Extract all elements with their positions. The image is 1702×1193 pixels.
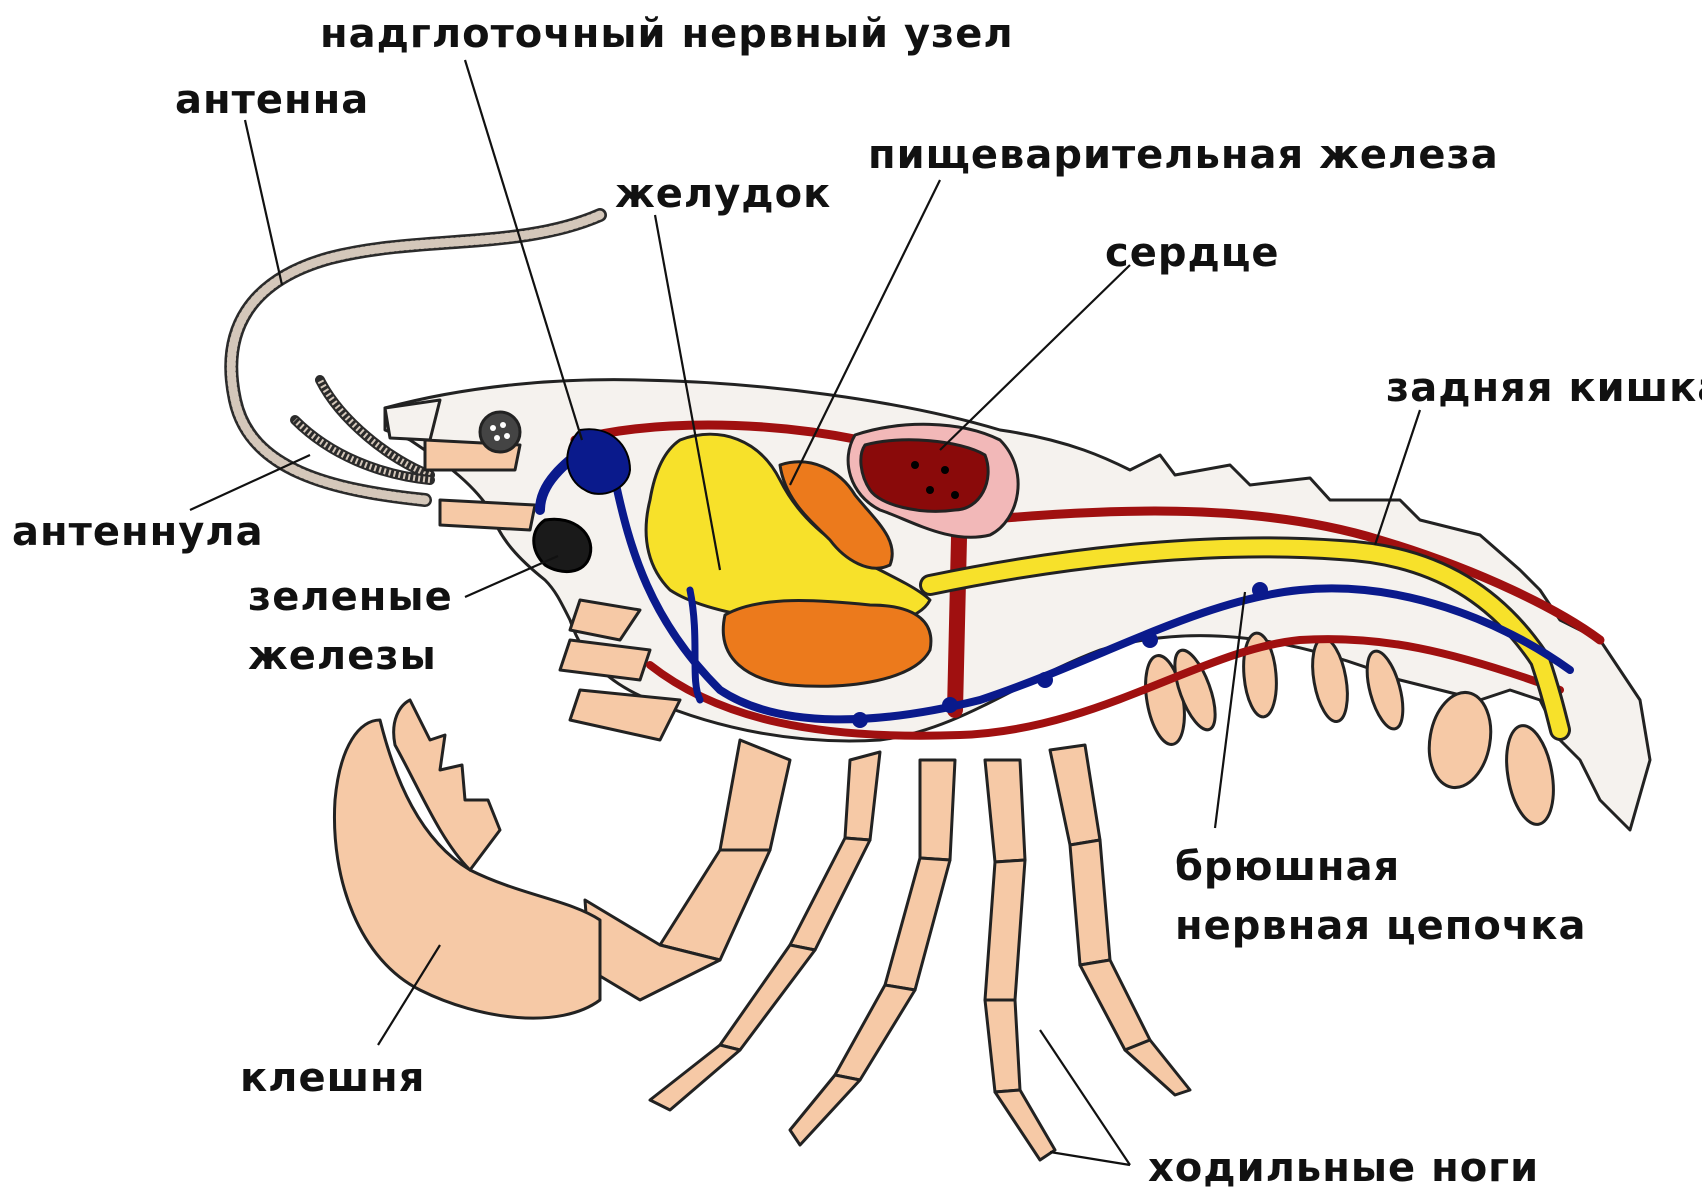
label-digestive-gland: пищеварительная железа: [868, 135, 1499, 175]
label-antenna: антенна: [175, 80, 369, 120]
claw: [334, 700, 790, 1018]
label-antennule: антеннула: [12, 512, 264, 552]
label-walking-legs: ходильные ноги: [1148, 1148, 1539, 1188]
label-heart: сердце: [1105, 233, 1280, 273]
walking-leg: [1050, 745, 1190, 1095]
label-green-glands-line2: железы: [248, 636, 437, 676]
walking-leg: [985, 760, 1055, 1160]
label-claw: клешня: [240, 1058, 425, 1098]
label-stomach: желудок: [615, 174, 831, 214]
label-supraesophageal-ganglion: надглоточный нервный узел: [320, 14, 1014, 54]
label-green-glands-line1: зеленые: [248, 577, 453, 617]
label-hindgut: задняя кишка: [1386, 368, 1702, 408]
label-ventral-nerve-cord-line1: брюшная: [1175, 847, 1400, 887]
eye: [480, 412, 520, 452]
heart: [861, 440, 988, 512]
label-ventral-nerve-cord-line2: нервная цепочка: [1175, 906, 1586, 946]
